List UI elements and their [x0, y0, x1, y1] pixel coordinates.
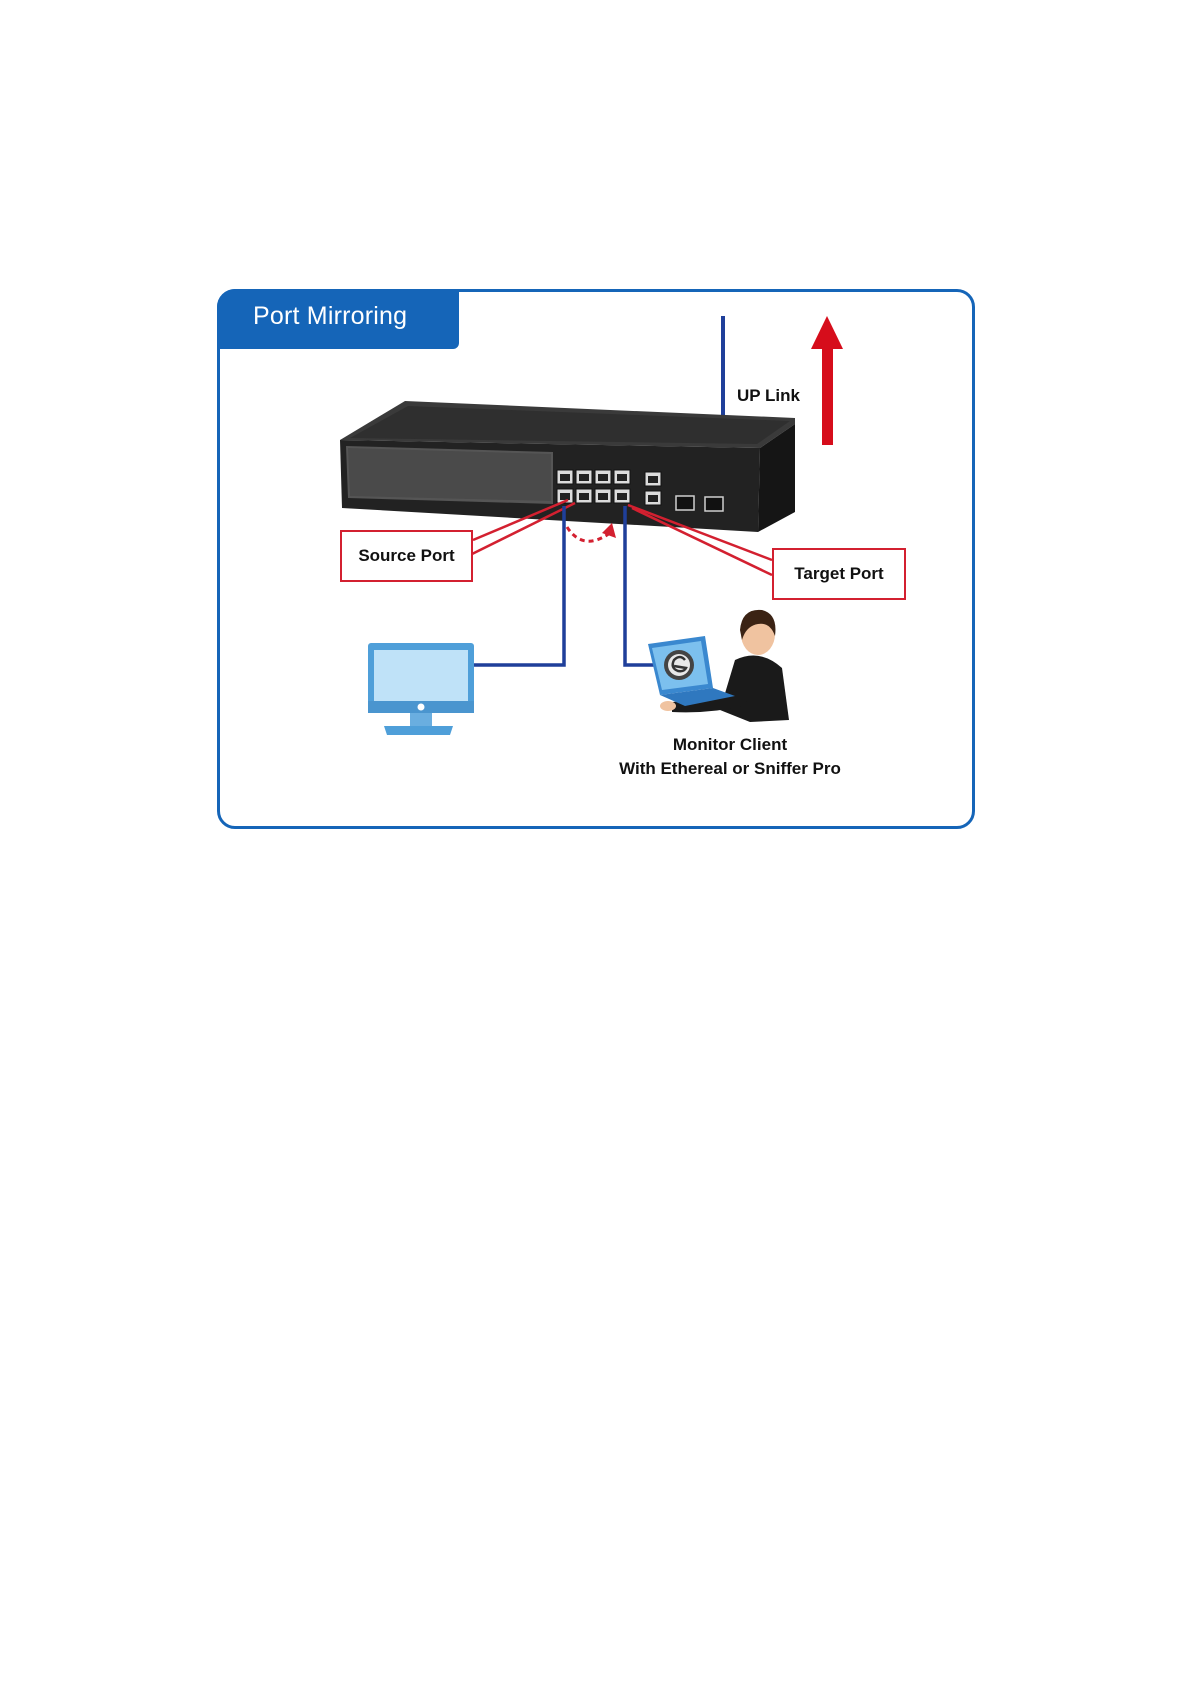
uplink-label: UP Link [737, 386, 800, 406]
uplink-arrow-icon [811, 316, 843, 445]
mirror-arrow-icon [567, 523, 616, 541]
source-port-label: Source Port [358, 546, 454, 566]
source-port-box: Source Port [340, 530, 473, 582]
network-switch-icon [340, 401, 795, 532]
laptop-user-icon [648, 610, 789, 722]
desktop-computer-icon [368, 643, 474, 735]
monitor-client-line2: With Ethereal or Sniffer Pro [560, 757, 900, 781]
target-port-box: Target Port [772, 548, 906, 600]
target-port-label: Target Port [794, 564, 883, 584]
monitor-cable [625, 506, 655, 665]
monitor-client-caption: Monitor Client With Ethereal or Sniffer … [560, 733, 900, 781]
monitor-client-line1: Monitor Client [560, 733, 900, 757]
